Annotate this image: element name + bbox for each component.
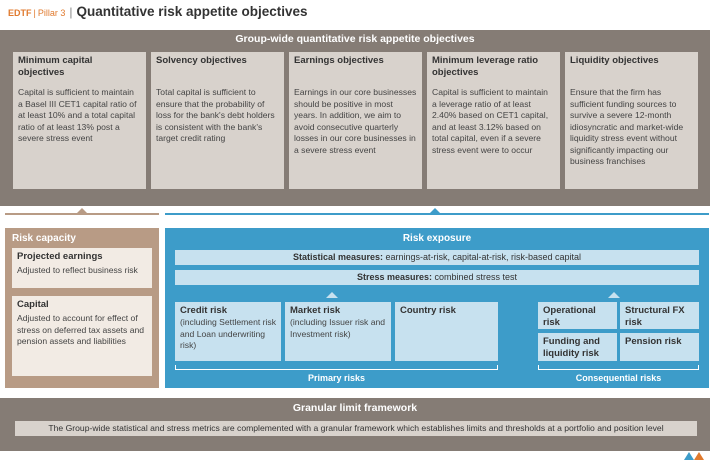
pension-risk-card: Pension risk	[620, 333, 699, 361]
objectives-title: Group-wide quantitative risk appetite ob…	[235, 33, 475, 45]
primary-brace-left	[175, 365, 176, 370]
granular-framework-text: The Group-wide statistical and stress me…	[15, 421, 697, 436]
objective-text: Total capital is sufficient to ensure th…	[156, 87, 275, 143]
objective-title: Solvency objectives	[156, 55, 247, 66]
objective-card-minimum-capital: Minimum capital objectives Capital is su…	[13, 52, 146, 189]
header-separator-2: |	[69, 5, 73, 19]
country-risk-title: Country risk	[400, 305, 456, 316]
capital-text: Adjusted to account for effect of stress…	[17, 313, 145, 346]
stress-measures-text: combined stress test	[432, 272, 518, 282]
objective-title: Earnings objectives	[294, 55, 384, 66]
projected-earnings-title: Projected earnings	[17, 251, 103, 262]
country-risk-card: Country risk	[395, 302, 498, 361]
objective-text: Capital is sufficient to maintain a Base…	[18, 87, 137, 143]
risk-exposure-title: Risk exposure	[402, 233, 472, 244]
capital-card: Capital Adjusted to account for effect o…	[12, 296, 152, 376]
market-risk-title: Market risk	[290, 305, 341, 316]
market-risk-text: (including Issuer risk and Investment ri…	[290, 317, 386, 339]
projected-earnings-text: Adjusted to reflect business risk	[17, 265, 138, 275]
header-separator: |	[33, 8, 36, 18]
objective-card-leverage: Minimum leverage ratio objectives Capita…	[427, 52, 560, 189]
capacity-divider	[5, 213, 159, 215]
operational-risk-card: Operational risk	[538, 302, 617, 329]
brand-logo-icon	[684, 452, 704, 460]
primary-risks-label: Primary risks	[307, 373, 366, 383]
statistical-measures-text: earnings-at-risk, capital-at-risk, risk-…	[382, 252, 582, 262]
objective-card-liquidity: Liquidity objectives Ensure that the fir…	[565, 52, 698, 189]
exposure-pointer	[429, 208, 441, 214]
statistical-measures-bar: Statistical measures: earnings-at-risk, …	[175, 250, 699, 265]
stress-measures-bar: Stress measures: combined stress test	[175, 270, 699, 285]
credit-risk-title: Credit risk	[180, 305, 227, 316]
pillar-label: Pillar 3	[37, 8, 66, 18]
structural-fx-risk-title: Structural FX risk	[625, 305, 685, 328]
objective-title: Minimum leverage ratio objectives	[432, 55, 539, 78]
pension-risk-title: Pension risk	[625, 336, 682, 347]
page-header: EDTF | Pillar 3 | Quantitative risk appe…	[8, 4, 308, 22]
consequential-brace	[538, 369, 699, 370]
objective-text: Earnings in our core businesses should b…	[294, 87, 417, 155]
capacity-pointer	[76, 208, 88, 214]
consequential-brace-right	[698, 365, 699, 370]
granular-framework-title: Granular limit framework	[292, 402, 418, 414]
operational-risk-title: Operational risk	[543, 305, 596, 328]
projected-earnings-card: Projected earnings Adjusted to reflect b…	[12, 248, 152, 288]
primary-brace-right	[497, 365, 498, 370]
brand-label: EDTF	[8, 8, 32, 18]
objective-text: Capital is sufficient to maintain a leve…	[432, 87, 549, 155]
objective-title: Minimum capital objectives	[18, 55, 93, 78]
objective-title: Liquidity objectives	[570, 55, 659, 66]
funding-liquidity-risk-card: Funding and liquidity risk	[538, 333, 617, 361]
primary-pointer	[326, 292, 338, 298]
structural-fx-risk-card: Structural FX risk	[620, 302, 699, 329]
stress-measures-label: Stress measures:	[356, 272, 432, 282]
credit-risk-text: (including Settlement risk and Loan unde…	[180, 317, 277, 350]
page-title: Quantitative risk appetite objectives	[76, 4, 308, 19]
consequential-brace-left	[538, 365, 539, 370]
objective-card-solvency: Solvency objectives Total capital is suf…	[151, 52, 284, 189]
exposure-divider	[165, 213, 709, 215]
consequential-risks-label: Consequential risks	[575, 373, 662, 383]
objective-text: Ensure that the firm has sufficient fund…	[570, 87, 684, 166]
market-risk-card: Market risk (including Issuer risk and I…	[285, 302, 391, 361]
statistical-measures-label: Statistical measures:	[292, 252, 383, 262]
credit-risk-card: Credit risk (including Settlement risk a…	[175, 302, 281, 361]
funding-liquidity-risk-title: Funding and liquidity risk	[543, 336, 600, 359]
consequential-pointer	[608, 292, 620, 298]
objective-card-earnings: Earnings objectives Earnings in our core…	[289, 52, 422, 189]
primary-brace	[175, 369, 498, 370]
risk-capacity-title: Risk capacity	[12, 233, 76, 244]
capital-title: Capital	[17, 299, 49, 310]
